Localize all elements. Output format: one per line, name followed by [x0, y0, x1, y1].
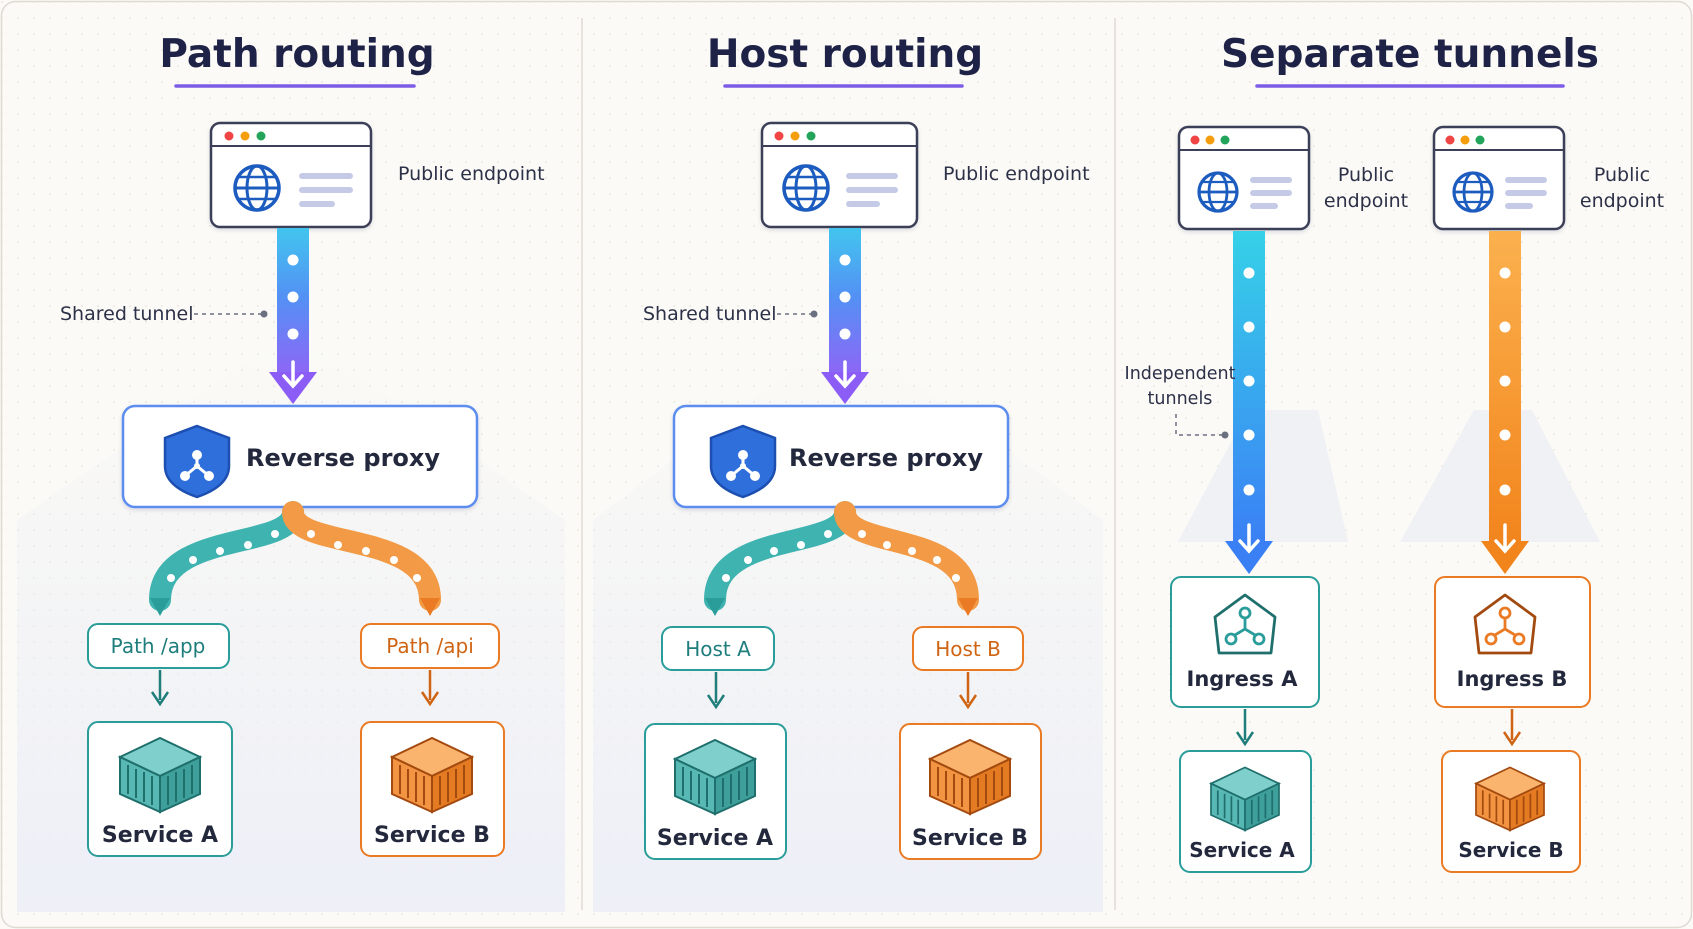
endpoint-label: endpoint: [1324, 190, 1408, 212]
service-b-label: Service B: [374, 823, 490, 848]
shield-icon: [163, 424, 231, 499]
endpoint-label: Public: [1594, 164, 1650, 186]
panel-separate-tunnels: Separate tunnels Public endpoint: [1125, 32, 1664, 873]
route-a-pill: [661, 626, 775, 671]
panel-title: Path routing: [159, 32, 434, 77]
globe-icon: [1197, 171, 1239, 213]
shared-tunnel: [269, 228, 317, 404]
route-branch-b: [282, 501, 441, 616]
service-a-label: Service A: [657, 826, 773, 851]
endpoint-label: Public endpoint: [398, 163, 545, 185]
ingress-b-label: Ingress B: [1457, 667, 1568, 691]
panel-path-routing: Path routing Public endpoint: [17, 32, 565, 912]
route-a-pill: [87, 623, 230, 669]
service-b-label: Service B: [912, 826, 1028, 851]
container-icon: [927, 738, 1013, 816]
independent-tunnel-b: [1481, 231, 1529, 574]
service-a-label: Service A: [102, 823, 218, 848]
globe-icon: [233, 164, 281, 212]
ingress-icon: [1213, 593, 1277, 655]
container-icon: [1209, 766, 1281, 832]
independent-tunnel-a: [1225, 231, 1273, 574]
route-b-label: Host B: [935, 637, 1001, 661]
browser-window-icon: [209, 121, 373, 229]
ingress-a-label: Ingress A: [1187, 667, 1299, 691]
panel-title: Separate tunnels: [1221, 32, 1599, 77]
globe-icon: [782, 164, 830, 212]
container-icon: [1474, 766, 1546, 832]
route-b-pill: [912, 626, 1024, 671]
route-b-pill: [360, 623, 500, 669]
tunnel-label: tunnels: [1148, 389, 1213, 409]
service-a-label: Service A: [1189, 838, 1295, 862]
endpoint-label: endpoint: [1580, 190, 1664, 212]
globe-icon: [1452, 171, 1494, 213]
shared-tunnel: [821, 228, 869, 404]
container-icon: [672, 738, 758, 816]
proxy-label: Reverse proxy: [246, 444, 440, 472]
browser-window-icon: [1432, 125, 1566, 231]
tunnel-label: Independent: [1125, 364, 1236, 384]
proxy-label: Reverse proxy: [789, 444, 983, 472]
tunnel-label: Shared tunnel: [60, 303, 193, 325]
browser-window-icon: [760, 121, 919, 229]
endpoint-label: Public endpoint: [943, 163, 1090, 185]
container-icon: [389, 736, 475, 814]
endpoint-label: Public: [1338, 164, 1394, 186]
panel-title: Host routing: [707, 32, 983, 77]
route-branch-b: [834, 501, 979, 616]
browser-window-icon: [1177, 125, 1311, 231]
panel-host-routing: Host routing Public endpoint Shared: [593, 32, 1103, 912]
ingress-icon: [1473, 593, 1537, 655]
route-b-label: Path /api: [386, 634, 474, 658]
route-a-label: Host A: [685, 637, 751, 661]
shield-icon: [709, 424, 777, 499]
service-b-label: Service B: [1458, 838, 1563, 862]
route-a-label: Path /app: [111, 634, 206, 658]
tunnel-label: Shared tunnel: [643, 303, 776, 325]
container-icon: [117, 736, 203, 814]
